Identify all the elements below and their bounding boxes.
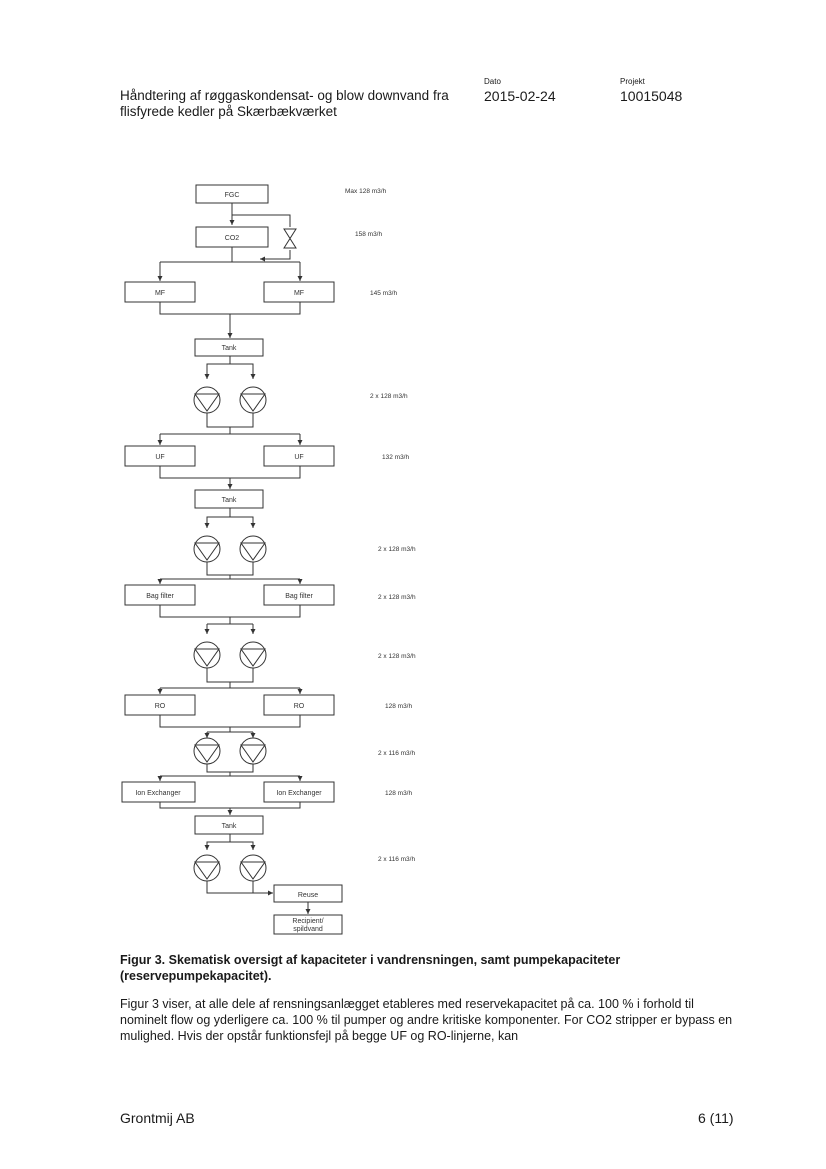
ion-exchanger-box-left xyxy=(121,781,196,803)
figure-caption: Figur 3. Skematisk oversigt af kapacitet… xyxy=(120,953,621,983)
flow-label-pumps-3: 2 x 128 m3/h xyxy=(378,653,416,660)
ro-box-right xyxy=(263,694,335,716)
pump-icon xyxy=(239,854,267,882)
pump-icon xyxy=(193,854,221,882)
tank-box-2 xyxy=(194,489,264,509)
projekt-label: Projekt xyxy=(620,77,645,86)
recipient-box xyxy=(273,914,343,935)
bag-filter-box-right xyxy=(263,584,335,606)
mf-label-right: MF xyxy=(294,290,304,297)
pump-icon xyxy=(193,737,221,765)
tank-label-3: Tank xyxy=(222,823,237,830)
projekt-value: 10015048 xyxy=(620,88,683,104)
flow-label-pumps-4: 2 x 116 m3/h xyxy=(378,750,415,757)
pump-icon xyxy=(193,386,221,414)
dato-value: 2015-02-24 xyxy=(484,88,556,104)
mf-label-left: MF xyxy=(155,290,165,297)
mf-box-right xyxy=(263,281,335,303)
document-title-line2: flisfyrede kedler på Skærbækværket xyxy=(120,104,337,119)
flow-label-co2: 158 m3/h xyxy=(355,231,382,238)
uf-label-right: UF xyxy=(294,454,303,461)
tank-label-1: Tank xyxy=(222,345,237,352)
recipient-label-line1: Recipient/ xyxy=(292,918,323,925)
pump-icon xyxy=(239,386,267,414)
bag-filter-label-right: Bag filter xyxy=(285,593,313,600)
footer-page-number: 6 (11) xyxy=(698,1110,734,1126)
body-paragraph: Figur 3 viser, at alle dele af rensnings… xyxy=(120,997,733,1043)
flow-label-pumps-1: 2 x 128 m3/h xyxy=(370,393,408,400)
ro-label-left: RO xyxy=(155,703,166,710)
document-title: Håndtering af røggaskondensat- og blow d… xyxy=(120,88,460,120)
flow-label-uf: 132 m3/h xyxy=(382,454,409,461)
flow-label-ion-exchanger: 128 m3/h xyxy=(385,790,412,797)
ion-exchanger-box-right xyxy=(263,781,335,803)
tank-box-3 xyxy=(194,815,264,835)
document-title-line1: Håndtering af røggaskondensat- og blow d… xyxy=(120,88,449,103)
uf-label-left: UF xyxy=(155,454,164,461)
tank-label-2: Tank xyxy=(222,497,237,504)
pump-icon xyxy=(239,535,267,563)
tank-box-1 xyxy=(194,338,264,357)
flow-label-fgc: Max 128 m3/h xyxy=(345,188,387,195)
recipient-label-line2: spildvand xyxy=(293,926,323,933)
co2-label: CO2 xyxy=(225,235,240,242)
bypass-valve-icon xyxy=(283,228,297,249)
bag-filter-label-left: Bag filter xyxy=(146,593,174,600)
pump-icon xyxy=(239,737,267,765)
process-flow-diagram: FGC CO2 MF MF Tank UF UF Tank Bag filter… xyxy=(121,184,416,935)
flow-label-pumps-5: 2 x 116 m3/h xyxy=(378,856,415,863)
pump-icon xyxy=(239,641,267,669)
ro-label-right: RO xyxy=(294,703,305,710)
uf-box-right xyxy=(263,445,335,467)
footer-company: Grontmij AB xyxy=(120,1110,195,1126)
ion-exchanger-label-right: Ion Exchanger xyxy=(276,790,322,797)
fgc-label: FGC xyxy=(225,192,240,199)
dato-label: Dato xyxy=(484,77,501,86)
pump-icon xyxy=(193,641,221,669)
flow-label-pumps-2: 2 x 128 m3/h xyxy=(378,546,416,553)
reuse-label: Reuse xyxy=(298,892,318,899)
pump-icon xyxy=(193,535,221,563)
flow-label-ro: 128 m3/h xyxy=(385,703,412,710)
flow-label-bag-filter: 2 x 128 m3/h xyxy=(378,594,416,601)
ion-exchanger-label-left: Ion Exchanger xyxy=(135,790,181,797)
flow-label-mf: 145 m3/h xyxy=(370,290,397,297)
